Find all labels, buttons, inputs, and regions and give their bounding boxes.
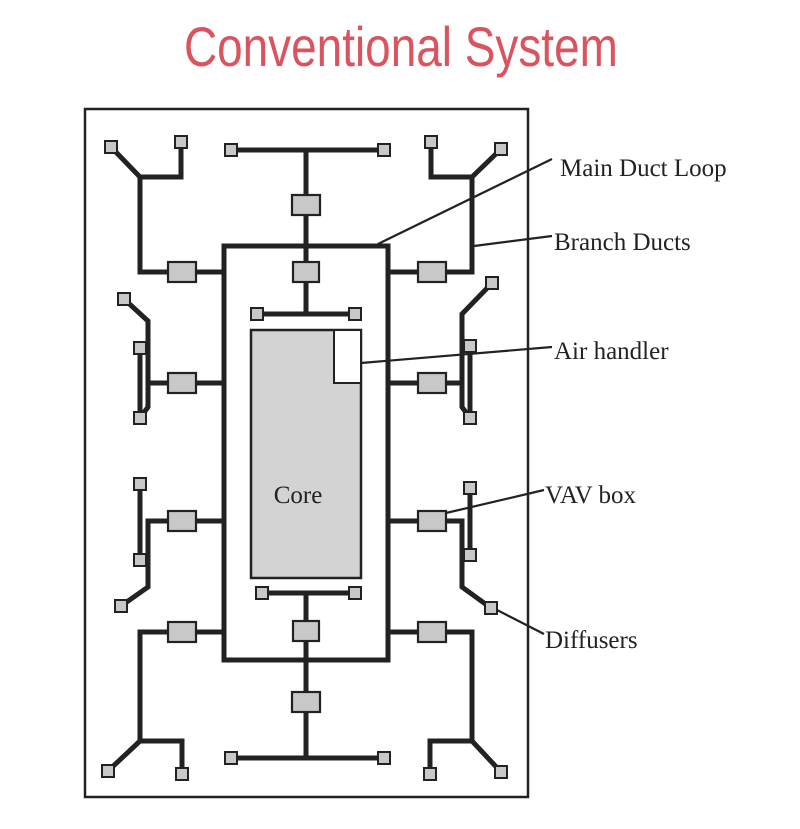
building-outline: [83, 107, 530, 799]
diffuser: [484, 601, 498, 615]
diffuser: [463, 481, 477, 495]
diffuser: [377, 143, 391, 157]
diffuser: [348, 586, 362, 600]
diffuser: [133, 553, 147, 567]
vav-box: [416, 620, 448, 644]
callout-vav-box: VAV box: [545, 482, 637, 509]
vav-box: [166, 509, 198, 533]
diffuser: [494, 142, 508, 156]
diffuser: [485, 276, 499, 290]
diffuser: [463, 339, 477, 353]
diffuser: [377, 751, 391, 765]
core-label: Core: [274, 482, 323, 509]
vav-box: [166, 260, 198, 284]
vav-box: [416, 260, 448, 284]
diagram-title: Conventional System: [183, 15, 618, 78]
callout-leaders: [360, 158, 553, 635]
callout-branch-ducts: Branch Ducts: [554, 229, 691, 256]
branch-ducts-right: [385, 139, 505, 777]
vav-box: [291, 619, 321, 643]
vav-box: [166, 620, 198, 644]
vav-box: [166, 371, 198, 395]
air-handler: [333, 329, 362, 384]
branch-ducts-left: [104, 139, 227, 777]
diffuser: [424, 135, 438, 149]
diffuser: [224, 143, 238, 157]
vav-box: [290, 690, 322, 714]
diffuser: [494, 765, 508, 779]
diffuser: [175, 767, 189, 781]
diffusers: [101, 135, 508, 781]
vav-boxes: [166, 193, 448, 714]
diffuser: [114, 599, 128, 613]
diffuser: [255, 586, 269, 600]
callout-main-duct-loop: Main Duct Loop: [560, 155, 727, 182]
diffuser: [250, 307, 264, 321]
diffuser: [423, 767, 437, 781]
vav-box: [416, 371, 448, 395]
diffuser: [463, 548, 477, 562]
vav-box: [416, 509, 448, 533]
vav-box: [290, 193, 322, 217]
diffuser: [133, 411, 147, 425]
diffuser: [101, 764, 115, 778]
vav-box: [291, 260, 321, 284]
diffuser: [117, 292, 131, 306]
diffuser: [104, 140, 118, 154]
diffuser: [348, 307, 362, 321]
diffuser: [174, 135, 188, 149]
diffuser: [133, 341, 147, 355]
callout-diffusers: Diffusers: [545, 627, 638, 654]
diffuser: [224, 751, 238, 765]
diffuser: [133, 477, 147, 491]
callout-air-handler: Air handler: [554, 338, 669, 365]
diffuser: [463, 411, 477, 425]
